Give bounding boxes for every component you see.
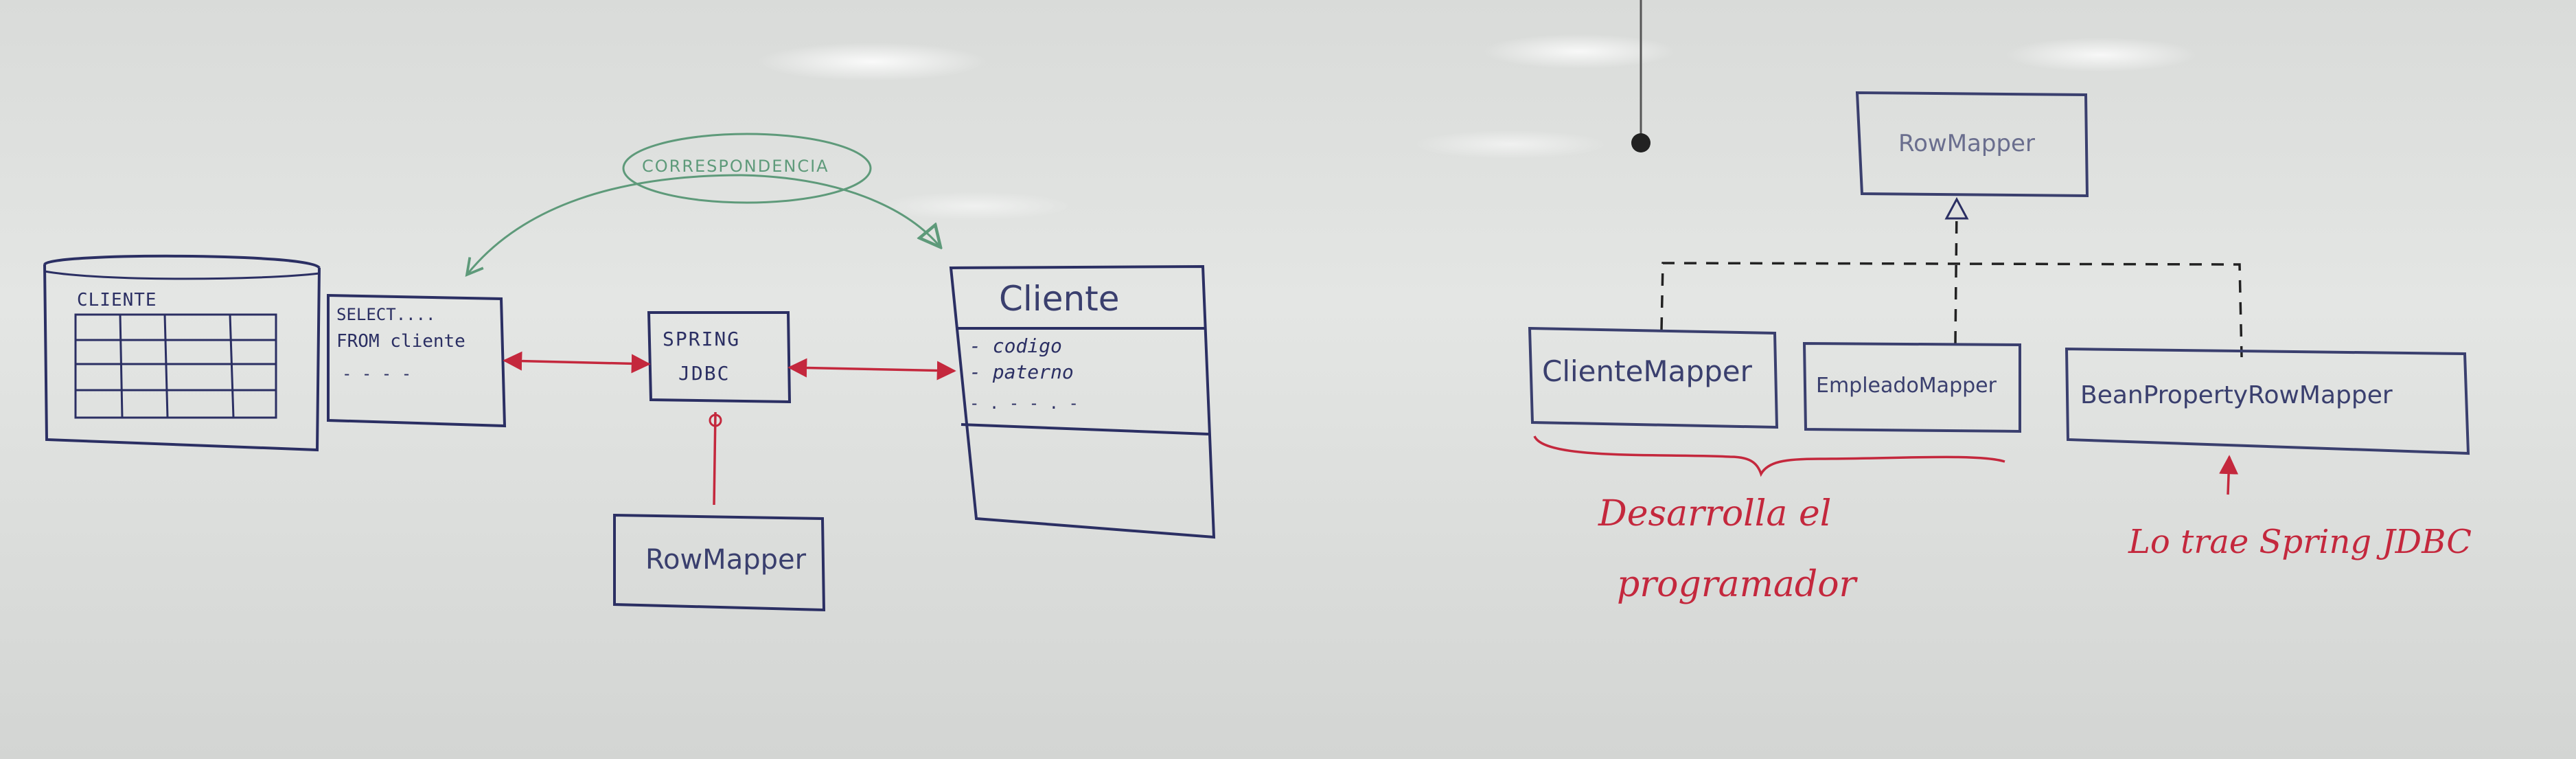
correspondence-label: CORRESPONDENCIA — [642, 157, 829, 176]
class-attribute: - codigo — [969, 335, 1062, 357]
clientemapper-box — [1528, 326, 1779, 429]
class-title: Cliente — [999, 279, 1120, 319]
class-attribute: - paterno — [969, 361, 1074, 383]
table-label: CLIENTE — [77, 290, 157, 310]
query-line: - - - - — [342, 364, 412, 383]
spring-note: Lo trae Spring JDBC — [2128, 523, 2472, 561]
rowmapper-label-left: RowMapper — [645, 544, 807, 576]
class-box — [949, 264, 1216, 539]
spring-class-arrow — [787, 358, 956, 381]
marker-pin — [1631, 133, 1651, 152]
rowmapper-spring-line — [713, 411, 717, 506]
rowmapper-interface-label: RowMapper — [1898, 130, 2035, 157]
correspondence-arc — [467, 174, 941, 275]
rowmapper-spring-head — [709, 414, 722, 427]
spring-line: JDBC — [678, 362, 731, 385]
developer-note-line: programador — [1617, 564, 1856, 605]
realization-lines — [1660, 205, 2243, 358]
beanproperty-box — [2065, 347, 2470, 455]
database-table — [43, 254, 321, 452]
class-attribute: - . - - . - — [969, 394, 1079, 413]
developer-note-line: Desarrolla el — [1598, 493, 1832, 534]
query-line: SELECT.... — [336, 305, 436, 324]
spring-line: SPRING — [663, 328, 741, 350]
rowmapper-box-left — [613, 513, 826, 612]
impl-label: BeanPropertyRowMapper — [2080, 381, 2393, 409]
query-box — [327, 293, 507, 428]
realization-arrowhead — [1944, 196, 1969, 220]
spring-note-arrow — [2219, 455, 2239, 495]
impl-label: EmpleadoMapper — [1816, 374, 1997, 398]
empleadomapper-box — [1802, 341, 2021, 433]
spring-jdbc-box — [647, 311, 792, 404]
developer-brace — [1533, 435, 2005, 477]
impl-label: ClienteMapper — [1542, 354, 1752, 388]
correspondence-ellipse — [622, 133, 872, 204]
rowmapper-interface-box — [1855, 91, 2089, 198]
query-spring-arrow — [503, 351, 651, 374]
query-line: FROM cliente — [336, 331, 465, 352]
